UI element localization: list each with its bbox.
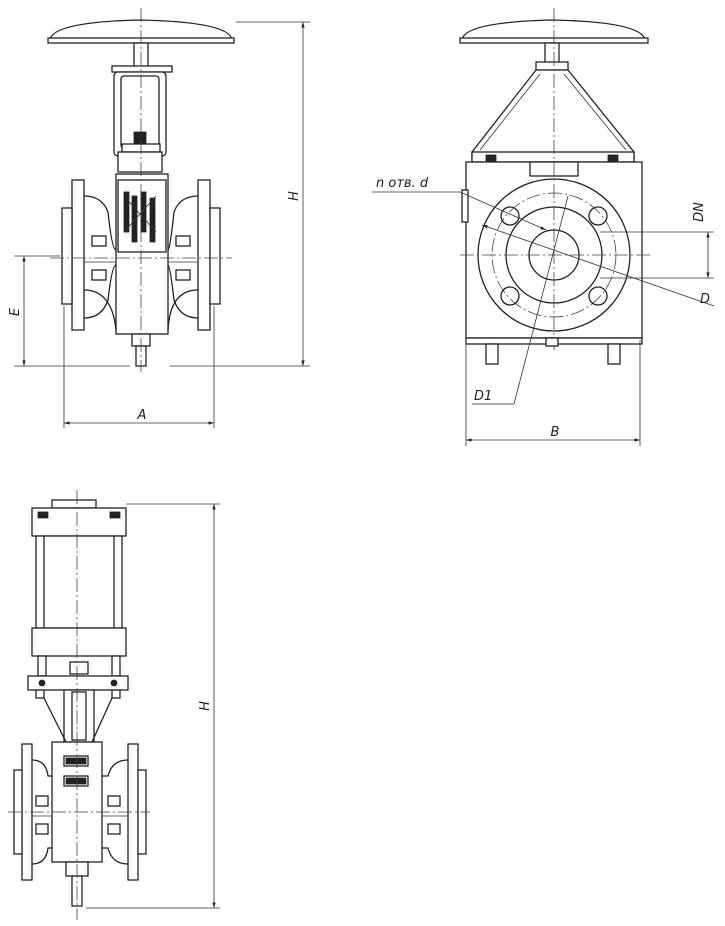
label-d: D [700, 292, 710, 307]
leader-d1 [513, 195, 569, 405]
bonnet [471, 69, 635, 161]
bolt-holes [500, 206, 608, 306]
dim-label-h-pneumatic: H [198, 701, 213, 711]
yoke-top-plate [111, 65, 173, 73]
cylinder-bottom-flange [31, 627, 127, 657]
right-flange [197, 179, 211, 331]
side-view-flange: n отв. d DN D D1 B [372, 8, 715, 446]
dim-label-dn: DN [692, 202, 707, 222]
label-n-holes: n отв. d [376, 176, 429, 191]
dim-label-e: E [8, 307, 23, 316]
dim-label-h: H [287, 191, 302, 201]
front-view-handwheel: H E A [8, 8, 310, 428]
pneumatic-actuator-view: H [8, 490, 220, 920]
label-d1: D1 [474, 389, 492, 404]
handwheel-side [461, 19, 646, 41]
leader-d [481, 224, 715, 307]
cylinder-cap [51, 499, 97, 509]
gate-mechanism [123, 191, 157, 243]
flange-bolts-pneumatic [32, 795, 128, 835]
dim-label-a: A [137, 408, 147, 423]
dim-label-b: B [551, 425, 560, 440]
pneumatic-cylinder [35, 535, 123, 629]
left-flange [71, 179, 85, 331]
flange-bolts [84, 235, 198, 281]
